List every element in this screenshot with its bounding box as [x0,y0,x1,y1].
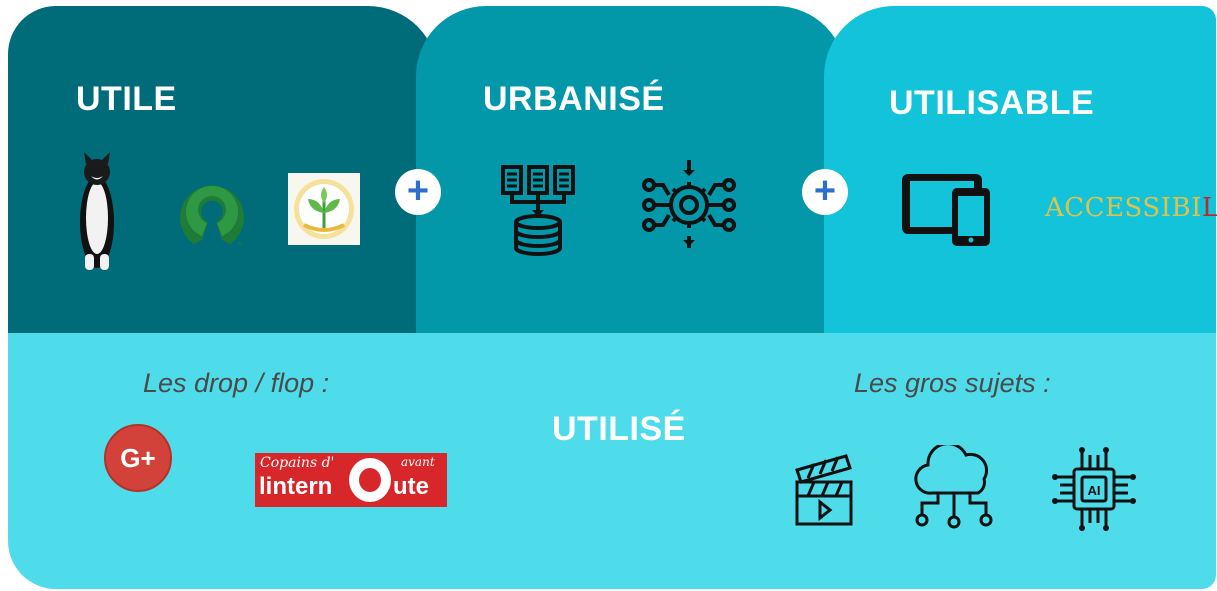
cloud-network-icon [914,445,993,529]
open-source-icon: ® [180,185,244,248]
column-utilisable [824,6,1216,333]
devices-icon [902,174,990,246]
clapperboard-icon [795,454,853,526]
svg-text:®: ® [238,241,243,248]
big-topics-caption: Les gros sujets : [854,368,1051,398]
plus-icon: + [395,169,441,215]
gear-network-icon [642,160,736,248]
title-urbanise: URBANISÉ [483,80,665,118]
column-urbanise [416,6,846,333]
database-merge-icon [501,165,575,256]
svg-text:G+: G+ [120,443,155,473]
title-utile: UTILE [76,80,177,118]
agriculture-logo [288,173,360,245]
plus-icon: + [802,169,848,215]
column-utile [8,6,438,333]
copains-davant-logo: Copains d' avant lintern ute [255,453,447,507]
title-utilisable: UTILISABLE [889,84,1095,122]
cat-image [80,152,114,270]
svg-text:AI: AI [1088,483,1101,498]
google-plus-logo: G+ [104,424,172,492]
accessibility-logo: ACCESSIBILITÉ [1045,193,1217,223]
ai-chip-icon: AI [1052,447,1136,531]
drop-flop-caption: Les drop / flop : [143,368,330,398]
title-utilise: UTILISÉ [552,410,686,448]
